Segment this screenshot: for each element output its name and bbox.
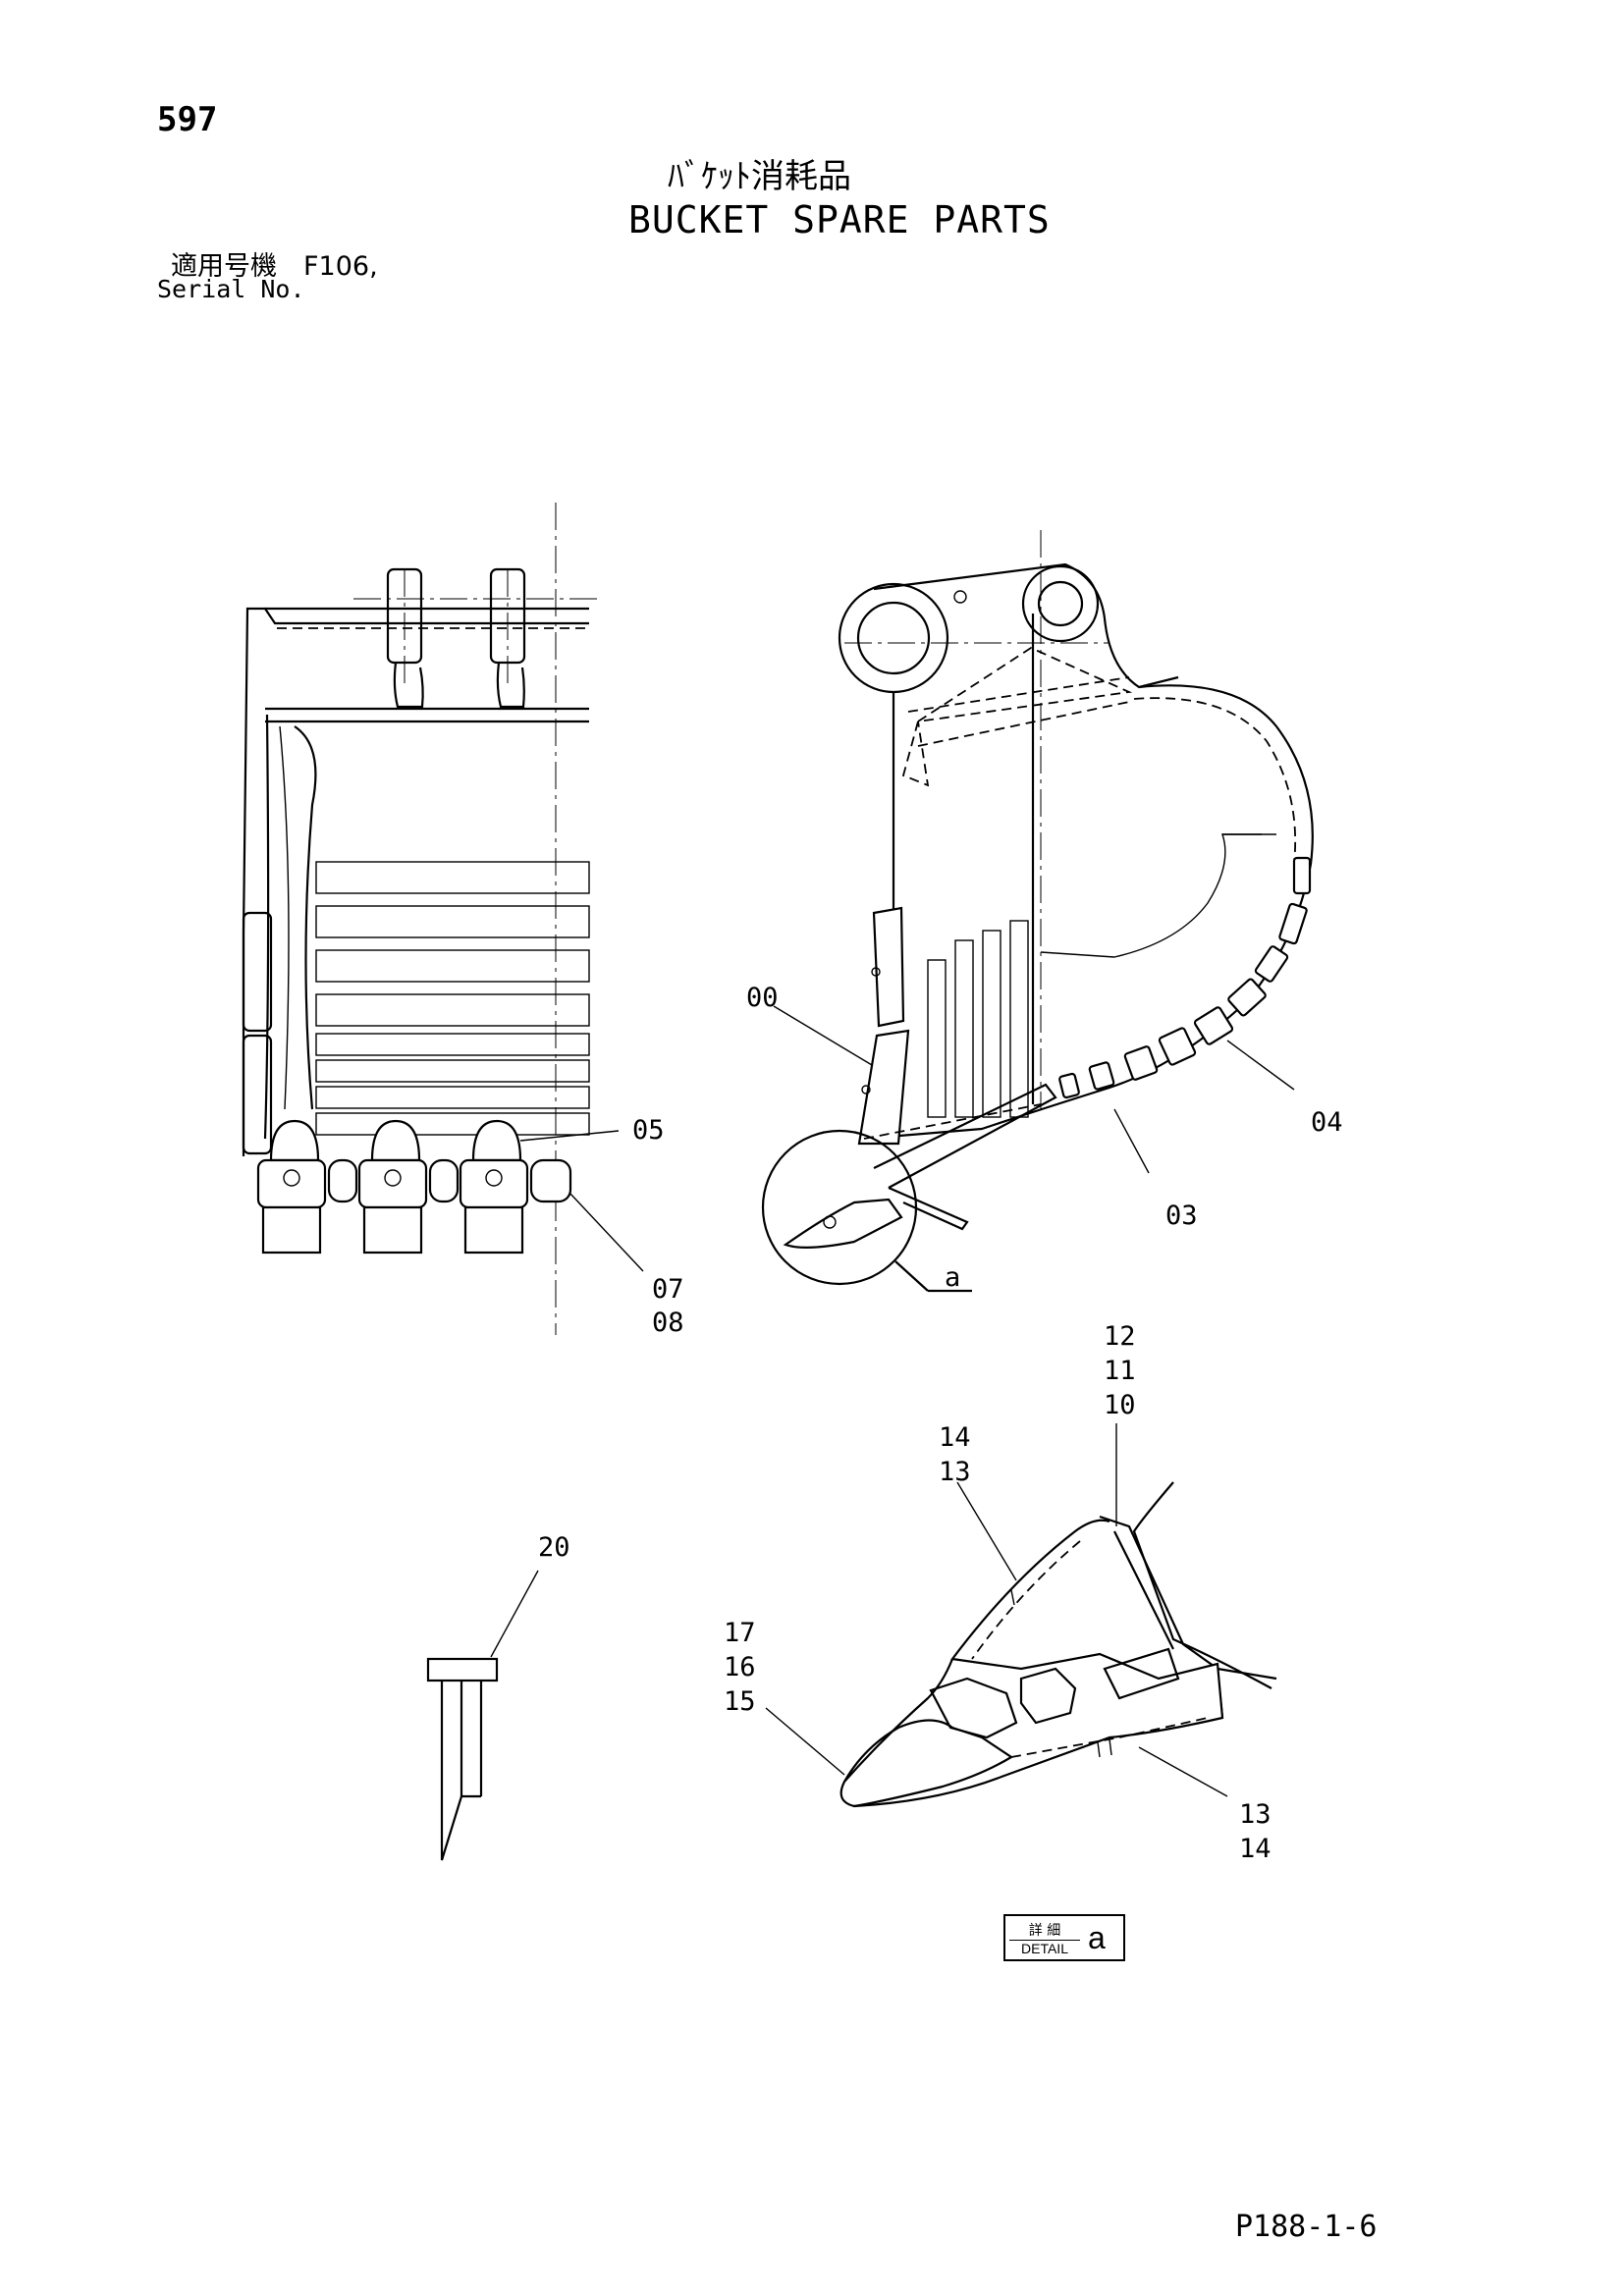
callout-13-lower: 13 xyxy=(1239,1799,1272,1830)
serial-label-japanese: 適用号機 F106, xyxy=(171,251,378,282)
tooth-detail-view xyxy=(839,1481,1277,1808)
callout-04: 04 xyxy=(1311,1107,1343,1138)
detail-label-japanese: 詳 細 xyxy=(1028,1923,1061,1939)
callout-16: 16 xyxy=(724,1652,756,1682)
pin-part xyxy=(426,1657,499,1861)
callout-20: 20 xyxy=(538,1532,570,1563)
callout-03: 03 xyxy=(1165,1201,1198,1231)
callout-14-upper: 14 xyxy=(939,1422,971,1453)
serial-label: Serial No. xyxy=(157,275,305,303)
callout-15: 15 xyxy=(724,1686,756,1717)
callout-detail-a: a xyxy=(945,1262,960,1293)
bucket-side-view xyxy=(761,530,1314,1293)
callout-11: 11 xyxy=(1104,1356,1136,1386)
detail-label: DETAIL xyxy=(1009,1940,1080,1956)
callout-05: 05 xyxy=(632,1115,665,1146)
detail-label-box: 詳 細 DETAIL a xyxy=(1003,1914,1125,1961)
bucket-teeth-row xyxy=(256,1119,572,1255)
page-title-japanese: ﾊﾞｹｯﾄ消耗品 xyxy=(668,157,851,196)
detail-letter: a xyxy=(1088,1920,1106,1955)
callout-leaders xyxy=(490,1005,1295,1797)
callout-08: 08 xyxy=(652,1308,684,1338)
page-code: P188-1-6 xyxy=(1235,2210,1378,2244)
bucket-front-view xyxy=(242,503,599,1335)
page-title: BUCKET SPARE PARTS xyxy=(628,198,1051,241)
callout-17: 17 xyxy=(724,1618,756,1648)
callout-labels: 00 04 03 05 07 08 a 12 11 10 14 13 17 16… xyxy=(538,983,1343,1864)
heel-shroud-row xyxy=(1058,856,1312,1099)
callout-12: 12 xyxy=(1104,1321,1136,1352)
page-number: 597 xyxy=(157,100,218,139)
callout-14-lower: 14 xyxy=(1239,1834,1272,1864)
callout-07: 07 xyxy=(652,1274,684,1305)
callout-00: 00 xyxy=(746,983,779,1013)
callout-10: 10 xyxy=(1104,1390,1136,1420)
callout-13-upper: 13 xyxy=(939,1457,971,1487)
